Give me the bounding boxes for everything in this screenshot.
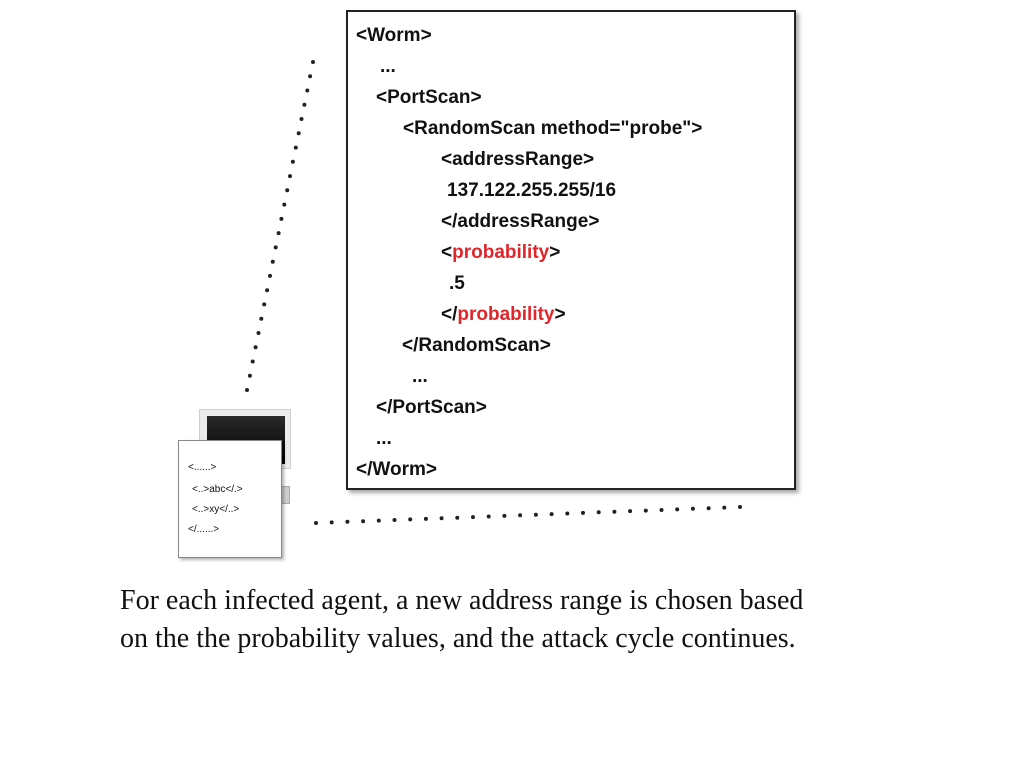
dotted-connector-lower-dot xyxy=(533,512,538,517)
xml-line-randomscan-open: <RandomScan method="probe"> xyxy=(403,118,703,139)
dotted-connector-upper-dot xyxy=(279,216,284,221)
dotted-connector-upper-dot xyxy=(311,60,315,64)
xml-line-ellipsis: ... xyxy=(412,366,428,387)
dotted-connector-upper-dot xyxy=(245,388,249,392)
dotted-connector-lower-dot xyxy=(565,511,570,516)
dotted-connector-upper-dot xyxy=(282,202,287,207)
dotted-connector-lower-dot xyxy=(439,516,444,521)
dotted-connector-lower-dot xyxy=(408,517,413,522)
dotted-connector-upper-dot xyxy=(265,288,270,293)
dotted-connector-upper-dot xyxy=(268,273,272,278)
dotted-connector-lower-dot xyxy=(361,519,366,524)
xml-bracket: </ xyxy=(441,304,458,325)
dotted-connector-lower-dot xyxy=(612,509,617,514)
dotted-connector-lower-dot xyxy=(581,510,585,515)
doc-line: <......> xyxy=(188,462,217,473)
dotted-connector-upper-dot xyxy=(299,117,304,121)
dotted-connector-lower-dot xyxy=(329,520,334,525)
xml-line-ellipsis: ... xyxy=(380,56,396,77)
xml-line-worm-close: </Worm> xyxy=(356,459,437,480)
doc-line: <..>abc</.> xyxy=(192,484,243,495)
xml-line-ellipsis: ... xyxy=(376,428,392,449)
xml-line-portscan-close: </PortScan> xyxy=(376,397,487,418)
dotted-connector-lower-dot xyxy=(659,508,664,512)
doc-line: </......> xyxy=(188,524,220,535)
dotted-connector-lower-dot xyxy=(518,513,523,518)
dotted-connector-upper-dot xyxy=(270,259,275,264)
xml-bracket: > xyxy=(554,304,566,325)
dotted-connector-upper-dot xyxy=(247,373,252,378)
xml-bracket: < xyxy=(441,242,453,263)
xml-line-portscan-open: <PortScan> xyxy=(376,87,482,108)
dotted-connector-lower-dot xyxy=(549,512,554,517)
dotted-connector-lower-dot xyxy=(455,515,460,520)
dotted-connector-upper-dot xyxy=(256,331,261,335)
dotted-connector-upper-dot xyxy=(285,188,290,193)
xml-document-icon: <......> <..>abc</.> <..>xy</..> </.....… xyxy=(178,440,282,558)
dotted-connector-lower-dot xyxy=(596,510,601,515)
dotted-connector-upper-dot xyxy=(262,302,267,307)
dotted-connector-upper-dot xyxy=(305,88,310,93)
xml-bracket: > xyxy=(549,242,561,263)
dotted-connector-lower-dot xyxy=(314,521,318,525)
dotted-connector-lower-dot xyxy=(722,505,727,510)
dotted-connector-upper-dot xyxy=(302,102,307,107)
doc-line: <..>xy</..> xyxy=(192,504,240,515)
dotted-connector-upper-dot xyxy=(290,159,295,164)
xml-line-probability-open: <probability> xyxy=(441,242,560,264)
dotted-connector-upper-dot xyxy=(296,131,301,136)
dotted-connector-lower-dot xyxy=(738,505,742,509)
xml-line-addressrange-open: <addressRange> xyxy=(441,149,595,170)
dotted-connector-lower-dot xyxy=(345,519,350,524)
xml-line-randomscan-close: </RandomScan> xyxy=(402,335,551,356)
dotted-connector-upper-dot xyxy=(308,74,313,79)
dotted-connector-lower-dot xyxy=(376,518,381,523)
dotted-connector-lower-dot xyxy=(706,506,711,511)
dotted-connector-lower-dot xyxy=(675,507,680,512)
dotted-connector-upper-dot xyxy=(250,359,255,364)
xml-line-address-value: 137.122.255.255/16 xyxy=(447,180,617,201)
dotted-connector-lower-dot xyxy=(643,508,648,513)
dotted-connector-upper-dot xyxy=(253,345,258,350)
caption-line-2: on the the probability values, and the a… xyxy=(120,623,796,654)
dotted-connector-lower-dot xyxy=(502,513,507,518)
xml-line-worm-open: <Worm> xyxy=(356,25,432,46)
probability-keyword: probability xyxy=(457,304,555,325)
dotted-connector-lower-dot xyxy=(486,514,491,519)
dotted-connector-upper-dot xyxy=(276,231,281,236)
dotted-connector-lower-dot xyxy=(471,515,475,520)
dotted-connector-upper-dot xyxy=(293,145,298,150)
xml-line-probability-close: </probability> xyxy=(441,304,566,326)
dotted-connector-lower-dot xyxy=(392,518,397,522)
xml-line-probability-value: .5 xyxy=(449,273,465,294)
dotted-connector-upper-dot xyxy=(259,316,264,321)
dotted-connector-lower-dot xyxy=(423,516,428,521)
dotted-connector-upper-dot xyxy=(273,245,278,250)
probability-keyword: probability xyxy=(452,242,550,263)
monitor-stand xyxy=(281,486,290,504)
dotted-connector-lower-dot xyxy=(628,509,633,514)
dotted-connector-lower-dot xyxy=(690,506,695,511)
dotted-connector-upper-dot xyxy=(288,174,292,179)
xml-line-addressrange-close: </addressRange> xyxy=(441,211,600,232)
caption: For each infected agent, a new address r… xyxy=(120,582,980,658)
caption-line-1: For each infected agent, a new address r… xyxy=(120,585,804,616)
xml-code-box: <Worm> ... <PortScan> <RandomScan method… xyxy=(346,10,796,490)
